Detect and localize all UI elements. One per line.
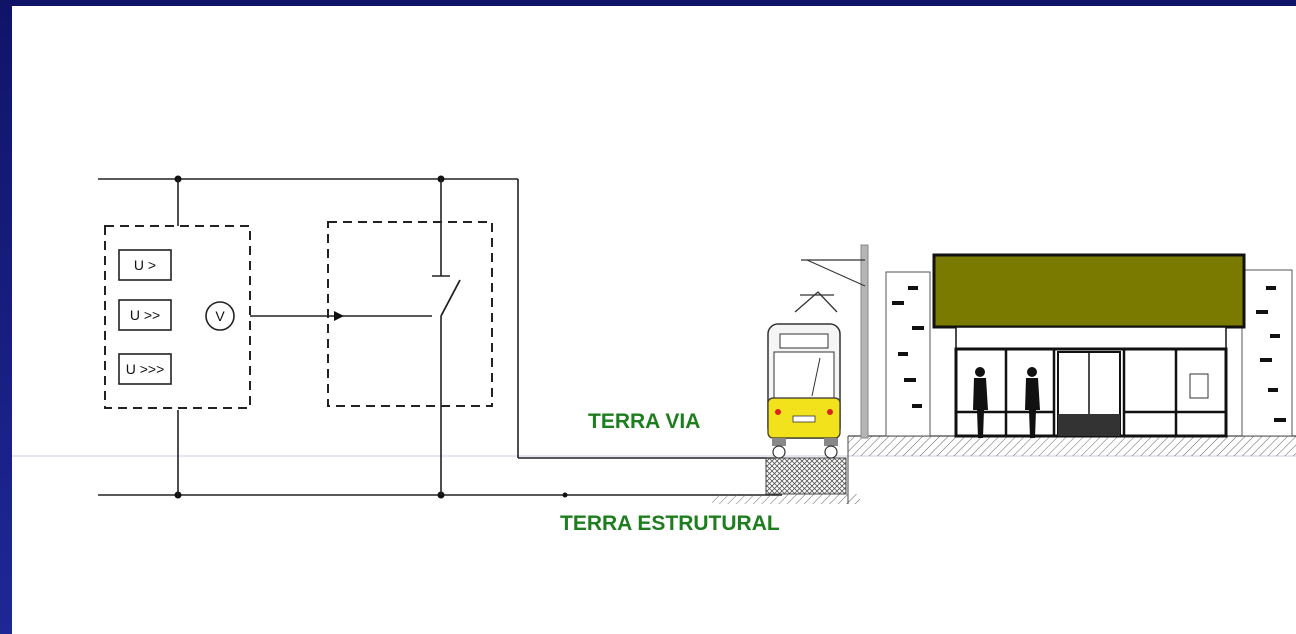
person-icon-2	[1025, 367, 1040, 438]
voltmeter-icon: V	[205, 301, 235, 331]
switch-icon	[440, 279, 461, 317]
grounding-diagram: U > U >> U >>> V TERRA VIA TERRA ESTRUTU…	[12, 175, 1296, 535]
svg-text:V: V	[215, 308, 225, 324]
label-terra-via: TERRA VIA	[588, 410, 700, 433]
station-building	[885, 253, 1293, 438]
catenary-pole	[801, 244, 869, 439]
person-icon-1	[973, 367, 988, 438]
brick-marks	[892, 286, 1286, 422]
svg-text:U >: U >	[134, 257, 156, 273]
ground-platform	[712, 435, 1296, 504]
switch-panel	[327, 221, 493, 407]
relay-u-gt: U >	[118, 249, 172, 281]
relay-u-gtgt: U >>	[118, 299, 172, 331]
tram-icon	[767, 291, 841, 459]
label-terra-estrutural: TERRA ESTRUTURAL	[560, 512, 780, 535]
top-bus	[98, 175, 774, 459]
slide-canvas: U > U >> U >>> V TERRA VIA TERRA ESTRUTU…	[12, 6, 1296, 634]
svg-text:U >>: U >>	[130, 307, 160, 323]
svg-text:U >>>: U >>>	[126, 361, 165, 377]
relay-panel: U > U >> U >>> V	[104, 225, 344, 409]
station-banner	[932, 253, 1246, 329]
arrow-icon	[334, 311, 344, 321]
relay-u-gtgtgt: U >>>	[118, 353, 172, 385]
